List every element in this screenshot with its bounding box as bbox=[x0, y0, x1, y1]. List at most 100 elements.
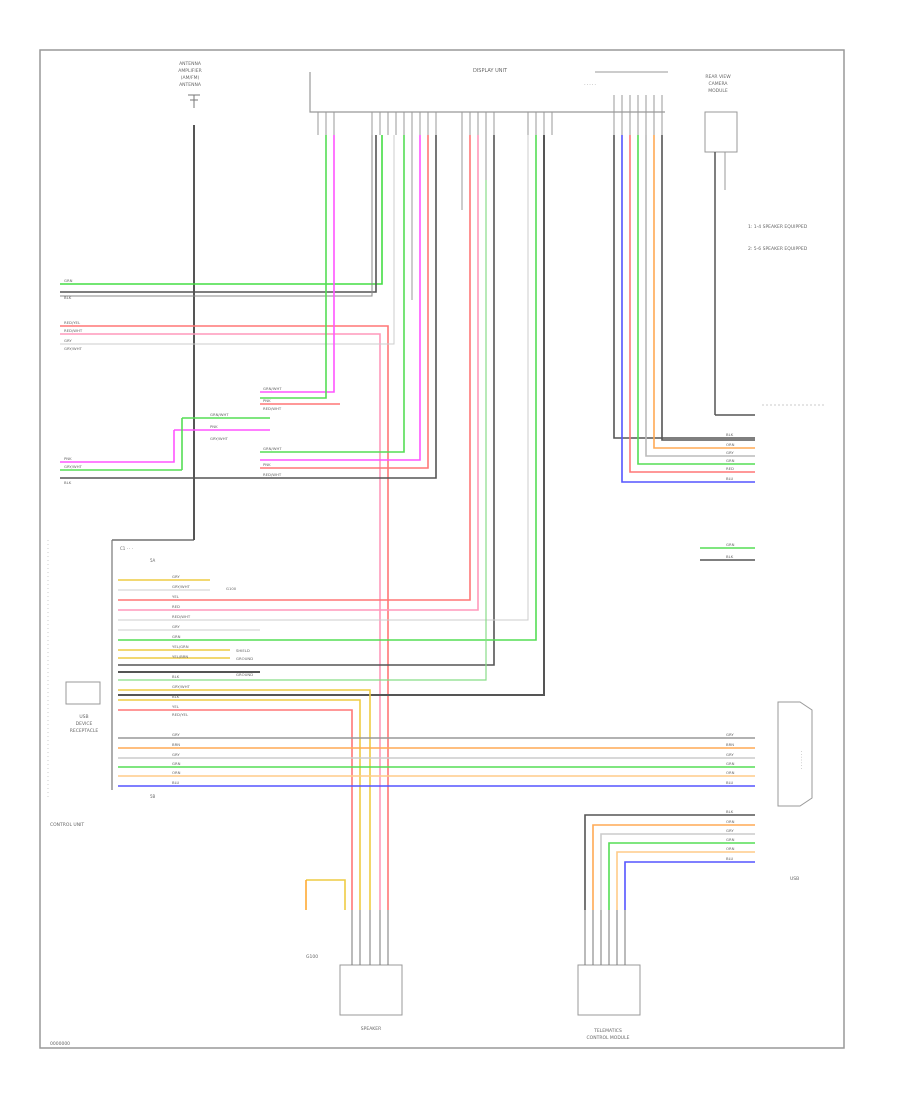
svg-text:G100: G100 bbox=[306, 954, 318, 960]
svg-text:BLK: BLK bbox=[726, 554, 734, 559]
note-2: 2: 5-6 SPEAKER EQUIPPED bbox=[748, 246, 808, 252]
svg-text:BLK: BLK bbox=[64, 480, 72, 485]
svg-text:GRY: GRY bbox=[726, 450, 734, 455]
svg-text:YEL/GRN: YEL/GRN bbox=[172, 644, 189, 649]
svg-text:ORN: ORN bbox=[726, 770, 735, 775]
svg-text:GRN: GRN bbox=[64, 278, 73, 283]
antenna-label-4: ANTENNA bbox=[179, 82, 202, 88]
svg-text:GRN: GRN bbox=[726, 458, 735, 463]
antenna: ANTENNA AMPLIFIER (AM/FM) ANTENNA bbox=[112, 61, 202, 541]
svg-text:BLU: BLU bbox=[726, 780, 734, 785]
svg-text:GRY/WHT: GRY/WHT bbox=[64, 464, 83, 469]
antenna-label-2: AMPLIFIER bbox=[178, 68, 201, 74]
svg-text:· · · · · · ·: · · · · · · · bbox=[798, 751, 803, 770]
svg-text:BLK: BLK bbox=[726, 432, 734, 437]
rear-camera: TELEMATICS CONTROL MODULE bbox=[577, 910, 641, 1041]
svg-text:GRY: GRY bbox=[172, 732, 180, 737]
svg-text:YEL: YEL bbox=[172, 704, 180, 709]
svg-text:C1 · · ·: C1 · · · bbox=[120, 546, 133, 551]
svg-text:USB: USB bbox=[79, 714, 88, 720]
svg-text:GRN: GRN bbox=[726, 761, 735, 766]
svg-text:RED/YEL: RED/YEL bbox=[172, 712, 189, 717]
svg-text:BLU: BLU bbox=[726, 856, 734, 861]
display-unit: DISPLAY UNIT · · · · · bbox=[309, 68, 668, 135]
right-connector-label: USB bbox=[790, 876, 799, 882]
svg-text:GRY/WHT: GRY/WHT bbox=[172, 684, 191, 689]
svg-text:BLU: BLU bbox=[726, 476, 734, 481]
svg-text:GRY/WHT: GRY/WHT bbox=[64, 346, 83, 351]
svg-text:G100: G100 bbox=[226, 586, 237, 591]
antenna-label-3: (AM/FM) bbox=[181, 75, 200, 81]
diagram-border bbox=[39, 49, 845, 1049]
svg-text:YEL: YEL bbox=[172, 594, 180, 599]
svg-text:GRY: GRY bbox=[726, 752, 734, 757]
svg-text:BLK: BLK bbox=[172, 674, 180, 679]
svg-text:GRN: GRN bbox=[726, 837, 735, 842]
svg-text:ORN: ORN bbox=[726, 819, 735, 824]
svg-text:GROUND: GROUND bbox=[236, 672, 253, 677]
svg-text:GRY: GRY bbox=[172, 752, 180, 757]
svg-text:BLK: BLK bbox=[172, 694, 180, 699]
svg-text:MODULE: MODULE bbox=[708, 88, 728, 94]
usb-receptacle: USB DEVICE RECEPTACLE bbox=[65, 681, 101, 734]
svg-text:PNK: PNK bbox=[263, 398, 271, 403]
svg-text:RED/WHT: RED/WHT bbox=[263, 472, 282, 477]
svg-text:BLK: BLK bbox=[726, 809, 734, 814]
svg-text:GRY: GRY bbox=[726, 732, 734, 737]
antenna-icon bbox=[188, 94, 200, 108]
footer-id: 0000000 bbox=[50, 1041, 70, 1047]
wires bbox=[60, 135, 755, 910]
svg-text:RED/WHT: RED/WHT bbox=[263, 406, 282, 411]
svg-text:REAR VIEW: REAR VIEW bbox=[705, 74, 731, 80]
svg-text:GRN: GRN bbox=[172, 634, 181, 639]
svg-text:RECEPTACLE: RECEPTACLE bbox=[70, 728, 99, 734]
display-unit-sublabel: · · · · · bbox=[584, 82, 595, 87]
left-module-label: CONTROL UNIT bbox=[50, 822, 84, 828]
rear-camera-label-1: TELEMATICS bbox=[593, 1028, 622, 1034]
note-1: 1: 1-4 SPEAKER EQUIPPED bbox=[748, 224, 808, 230]
svg-text:5B: 5B bbox=[150, 794, 156, 799]
svg-text:RED/WHT: RED/WHT bbox=[64, 328, 83, 333]
speaker: SPEAKER G100 bbox=[306, 910, 403, 1032]
svg-text:GRN: GRN bbox=[172, 761, 181, 766]
wire-labels: GRN BLK RED/YEL RED/WHT GRY GRY/WHT GRN/WHT… bbox=[64, 278, 735, 861]
svg-text:GROUND: GROUND bbox=[236, 656, 253, 661]
antenna-label-1: ANTENNA bbox=[179, 61, 202, 67]
svg-text:RED/WHT: RED/WHT bbox=[172, 614, 191, 619]
svg-text:GRY: GRY bbox=[64, 338, 72, 343]
svg-text:GRN/WHT: GRN/WHT bbox=[263, 386, 282, 391]
right-connector: · · · · · · · USB bbox=[777, 701, 813, 882]
svg-text:RED/YEL: RED/YEL bbox=[64, 320, 81, 325]
svg-text:BLK: BLK bbox=[64, 295, 72, 300]
svg-text:SHIELD: SHIELD bbox=[236, 648, 250, 653]
right-top-component: REAR VIEW CAMERA MODULE bbox=[704, 74, 755, 416]
svg-text:CAMERA: CAMERA bbox=[709, 81, 729, 87]
svg-text:RED: RED bbox=[172, 604, 180, 609]
svg-text:GRY/WHT: GRY/WHT bbox=[210, 436, 229, 441]
svg-text:BRN: BRN bbox=[726, 742, 734, 747]
svg-text:GRY: GRY bbox=[172, 624, 180, 629]
svg-text:PNK: PNK bbox=[64, 456, 72, 461]
svg-text:GRY: GRY bbox=[726, 828, 734, 833]
speaker-label: SPEAKER bbox=[361, 1026, 381, 1032]
svg-text:GRN: GRN bbox=[726, 542, 735, 547]
svg-text:PNK: PNK bbox=[210, 424, 218, 429]
left-control-module: C1 · · · 5A 5B CONTROL UNIT bbox=[47, 540, 156, 828]
svg-text:5A: 5A bbox=[150, 558, 156, 563]
svg-text:BLU: BLU bbox=[172, 780, 180, 785]
svg-text:BRN: BRN bbox=[172, 742, 180, 747]
svg-text:GRY/WHT: GRY/WHT bbox=[172, 584, 191, 589]
display-unit-label: DISPLAY UNIT bbox=[473, 68, 508, 74]
svg-text:GRY: GRY bbox=[172, 574, 180, 579]
rear-camera-label-2: CONTROL MODULE bbox=[587, 1035, 630, 1041]
svg-text:ORN: ORN bbox=[726, 442, 735, 447]
svg-text:YEL/BRN: YEL/BRN bbox=[172, 654, 188, 659]
svg-text:GRN/WHT: GRN/WHT bbox=[263, 446, 282, 451]
svg-text:DEVICE: DEVICE bbox=[76, 721, 93, 727]
svg-text:RED: RED bbox=[726, 466, 734, 471]
display-unit-pins bbox=[317, 95, 663, 135]
svg-text:ORN: ORN bbox=[726, 846, 735, 851]
svg-text:GRN/WHT: GRN/WHT bbox=[210, 412, 229, 417]
svg-text:ORN: ORN bbox=[172, 770, 181, 775]
